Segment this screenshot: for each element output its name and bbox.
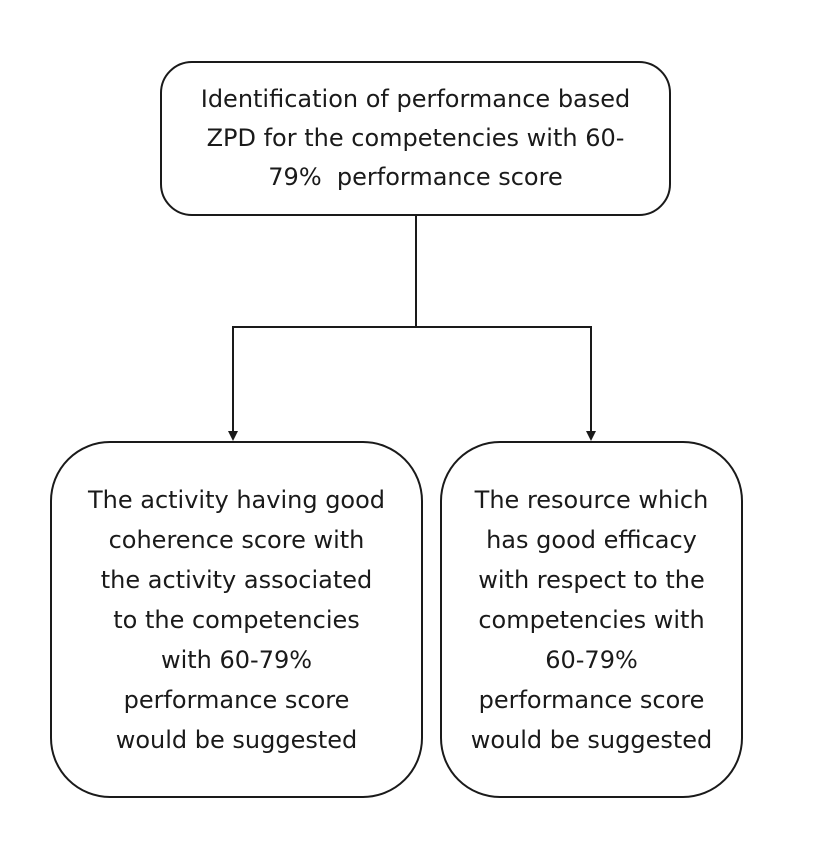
node-text-line: The activity having good [87,485,386,514]
node-text-line: has good efficacy [486,525,697,554]
left-arrowhead-icon [228,431,238,441]
node-activity-suggestion-text: The activity having good coherence score… [88,480,385,760]
node-identification: Identification of performance based ZPD … [160,61,671,216]
node-text-line: ZPD for the competencies with 60- [206,124,625,152]
node-text-line: The resource which [474,485,709,514]
node-text-line: with respect to the [478,565,705,594]
node-text-line: performance score [123,685,350,714]
node-text-line: would be suggested [470,725,713,754]
node-text-line: to the competencies [113,605,360,634]
right-arrowhead-icon [586,431,596,441]
node-text-line: coherence score with [108,525,365,554]
node-identification-text: Identification of performance based ZPD … [201,80,631,197]
node-text-line: would be suggested [115,725,358,754]
node-resource-suggestion: The resource which has good efficacy wit… [440,441,743,798]
node-activity-suggestion: The activity having good coherence score… [50,441,423,798]
node-text-line: with 60-79% [160,645,313,674]
node-text-line: Identification of performance based [200,85,631,113]
node-text-line: the activity associated [100,565,373,594]
node-text-line: performance score [478,685,705,714]
node-text-line: 60-79% [545,645,638,674]
node-text-line: 79% performance score [268,163,563,191]
node-text-line: competencies with [478,605,705,634]
node-resource-suggestion-text: The resource which has good efficacy wit… [471,480,713,760]
